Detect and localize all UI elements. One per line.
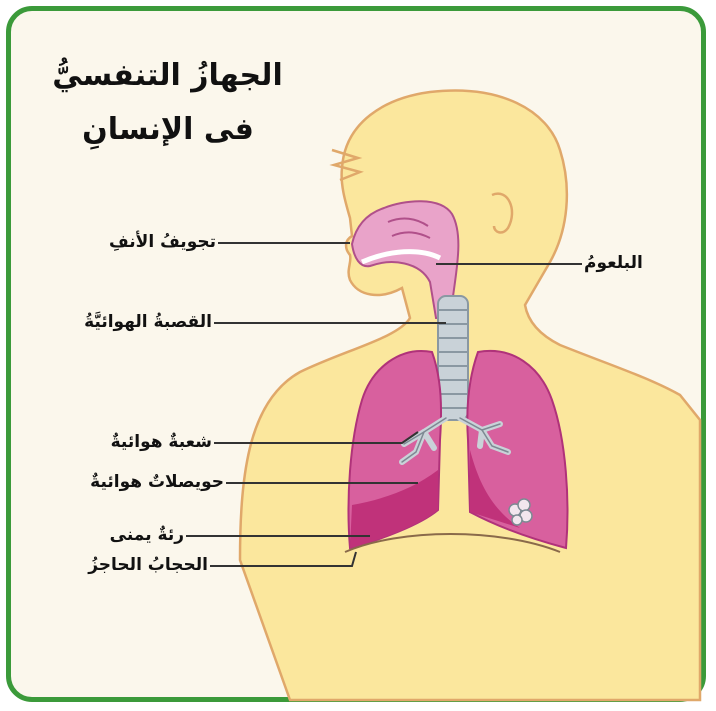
label-right-lung: رئةٌ يمنى (40, 525, 184, 545)
trachea-tube (438, 296, 468, 420)
diagram-title-line-1: الجهازُ التنفسيُّ (50, 58, 285, 93)
label-pharynx: البلعومُ (584, 253, 694, 273)
label-alveoli: حويصلاتٌ هوائيةٌ (24, 472, 224, 492)
label-diaphragm: الحجابُ الحاجزُ (24, 555, 208, 575)
label-nasal-cavity: تجويفُ الأنفِ (40, 232, 216, 252)
label-bronchiole: شعبةٌ هوائيةٌ (40, 432, 212, 452)
diagram-title-line-2: فى الإنسانِ (78, 112, 258, 147)
label-trachea: القصبةُ الهوائيَّةُ (20, 312, 212, 332)
